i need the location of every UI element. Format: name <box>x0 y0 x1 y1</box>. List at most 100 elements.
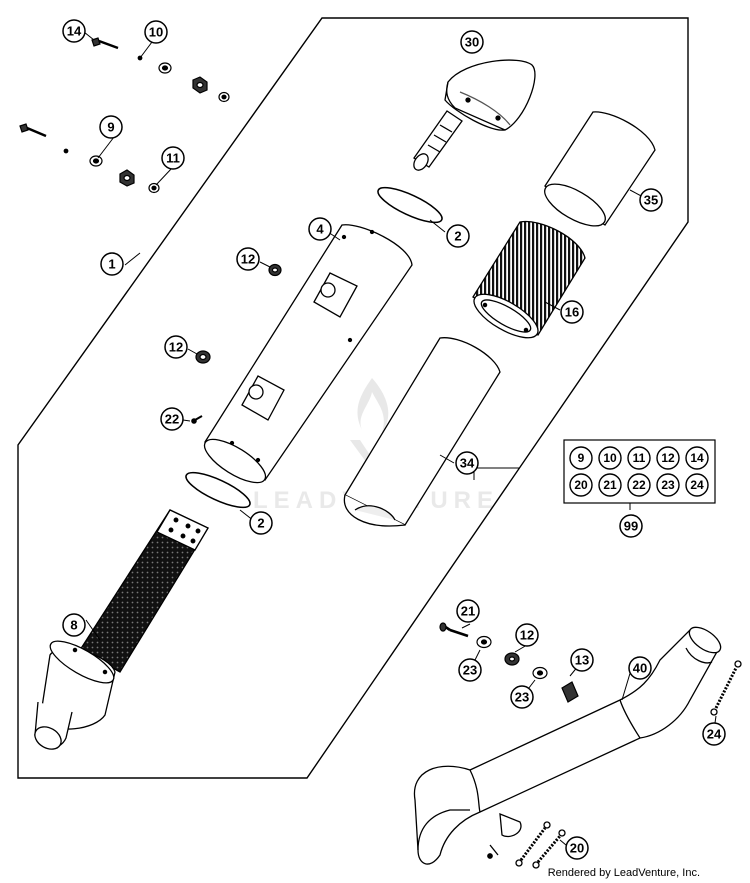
callout-number: 23 <box>463 663 477 678</box>
callout-circle <box>160 407 184 431</box>
callout-number: 9 <box>107 120 114 135</box>
callout-c14: 14 <box>62 19 86 43</box>
spring-parts <box>515 660 742 869</box>
callout-c12b: 12 <box>164 335 188 359</box>
callout-number: 2 <box>257 516 264 531</box>
callout-circle <box>565 836 589 860</box>
kit-item: 9 <box>569 446 593 470</box>
callout-circle <box>62 613 86 637</box>
callout-c9: 9 <box>99 115 123 139</box>
callout-c16: 16 <box>560 300 584 324</box>
kit-item: 23 <box>656 473 680 497</box>
callout-number: 1 <box>108 257 115 272</box>
callout-circle <box>619 514 643 538</box>
callout-number: 14 <box>67 24 82 39</box>
callout-circle <box>446 224 470 248</box>
kit-item-circle <box>627 446 651 470</box>
callout-number: 4 <box>316 222 324 237</box>
callout-number: 40 <box>633 661 647 676</box>
callout-c35: 35 <box>639 188 663 212</box>
kit-item-number: 22 <box>632 478 646 492</box>
kit-item-number: 24 <box>690 478 704 492</box>
kit-item-number: 11 <box>633 451 646 465</box>
kit-item-circle <box>656 446 680 470</box>
callout-c12a: 12 <box>236 247 260 271</box>
callout-circle <box>161 146 185 170</box>
callout-circle <box>570 648 594 672</box>
callout-c10: 10 <box>144 20 168 44</box>
callout-c22: 22 <box>160 407 184 431</box>
callout-number: 2 <box>454 229 461 244</box>
callout-circle <box>639 188 663 212</box>
header-pipe-part <box>413 626 722 865</box>
callout-circle <box>560 300 584 324</box>
callout-number: 23 <box>515 690 529 705</box>
kit-item: 20 <box>569 473 593 497</box>
hardware-group-lower <box>439 622 579 703</box>
callout-circle <box>510 685 534 709</box>
hardware-kit-box: 9 10 11 12 14 20 21 22 23 24 <box>563 439 716 504</box>
callout-circle <box>456 599 480 623</box>
callout-c40: 40 <box>628 656 652 680</box>
end-cap-part <box>413 59 536 171</box>
kit-item-circle <box>598 446 622 470</box>
silencer-body-part <box>343 337 501 527</box>
callout-number: 99 <box>624 519 638 534</box>
kit-item: 14 <box>685 446 709 470</box>
gasket-lower-part <box>185 471 251 509</box>
kit-item-number: 14 <box>690 451 704 465</box>
callout-c1: 1 <box>100 252 124 276</box>
callout-circle <box>144 20 168 44</box>
muffler-sleeve-part <box>203 224 413 484</box>
hardware-group-upper <box>19 37 282 424</box>
callout-number: 34 <box>460 456 475 471</box>
kit-item-circle <box>685 446 709 470</box>
callout-circle <box>458 658 482 682</box>
callout-circle <box>99 115 123 139</box>
silencer-core-part <box>472 220 586 339</box>
render-credit: Rendered by LeadVenture, Inc. <box>548 867 700 879</box>
callout-number: 30 <box>465 35 479 50</box>
callout-c8: 8 <box>62 613 86 637</box>
callout-number: 35 <box>644 193 658 208</box>
callout-c23a: 23 <box>458 658 482 682</box>
callout-c34: 34 <box>455 451 479 475</box>
kit-item: 11 <box>627 446 651 470</box>
kit-item-circle <box>598 473 622 497</box>
kit-item-circle <box>685 473 709 497</box>
kit-item-number: 23 <box>661 478 675 492</box>
outer-shell-35-part <box>544 111 656 227</box>
inlet-cone-part <box>34 509 209 750</box>
callout-number: 20 <box>570 841 584 856</box>
callout-circle <box>164 335 188 359</box>
callout-number: 13 <box>575 653 589 668</box>
callout-c20: 20 <box>565 836 589 860</box>
kit-item: 12 <box>656 446 680 470</box>
callout-circle <box>308 217 332 241</box>
callout-number: 24 <box>707 727 722 742</box>
callout-number: 12 <box>241 252 255 267</box>
callout-c23b: 23 <box>510 685 534 709</box>
callout-circle <box>460 30 484 54</box>
callout-circle <box>455 451 479 475</box>
callout-number: 16 <box>565 305 579 320</box>
kit-item-circle <box>569 473 593 497</box>
callout-c11: 11 <box>161 146 185 170</box>
callout-c12c: 12 <box>515 623 539 647</box>
kit-item: 24 <box>685 473 709 497</box>
kit-item: 21 <box>598 473 622 497</box>
callout-c2a: 2 <box>446 224 470 248</box>
gasket-upper-part <box>377 186 443 224</box>
callout-c99: 99 <box>619 514 643 538</box>
kit-item-circle <box>569 446 593 470</box>
callout-number: 10 <box>149 25 163 40</box>
callout-c21: 21 <box>456 599 480 623</box>
kit-item-number: 10 <box>603 451 617 465</box>
kit-item-number: 9 <box>578 451 585 465</box>
callout-c13: 13 <box>570 648 594 672</box>
kit-item-number: 21 <box>603 478 617 492</box>
callout-number: 21 <box>461 604 475 619</box>
callout-circle <box>249 511 273 535</box>
callout-number: 12 <box>520 628 534 643</box>
